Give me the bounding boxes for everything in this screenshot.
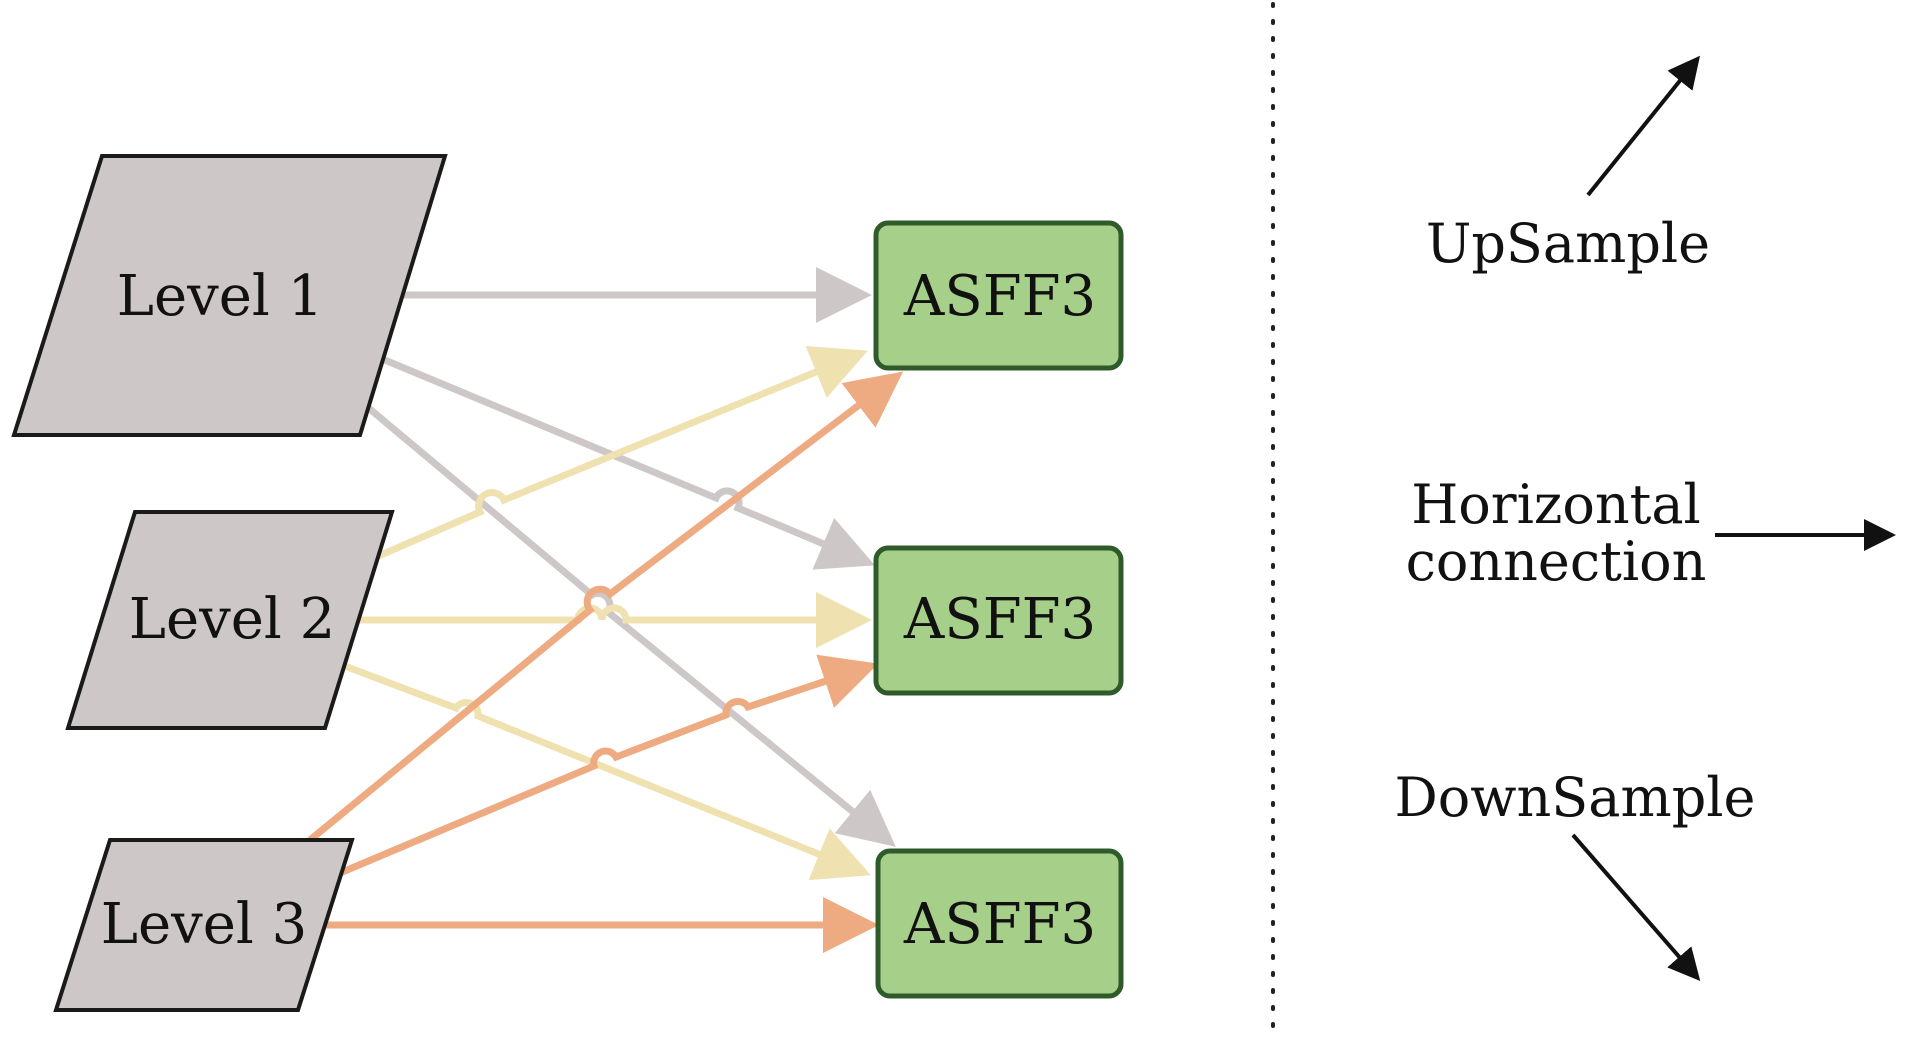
level-1-node: Level 1 xyxy=(11,154,448,437)
level2-connections xyxy=(340,346,872,881)
arrow-level2-to-asff2 xyxy=(355,592,872,648)
asff-3-box xyxy=(875,848,1124,999)
arrow-level3-to-asff2 xyxy=(338,654,879,877)
level-3-shape xyxy=(53,838,355,1012)
asff-1-box xyxy=(873,220,1124,371)
arrow-level3-to-asff1 xyxy=(307,371,904,843)
legend-upsample-label: UpSample xyxy=(1426,212,1710,275)
arrow-level2-to-asff3 xyxy=(340,661,871,881)
asff-1-label: ASFF3 xyxy=(903,264,1096,329)
legend-horizontal-label-line1: Horizontal xyxy=(1411,473,1701,536)
level3-connections xyxy=(307,371,904,953)
legend-horizontal-label-line2: connection xyxy=(1406,530,1707,593)
asff-1-node: ASFF3 xyxy=(873,220,1124,371)
level-2-label: Level 2 xyxy=(129,587,335,652)
level-2-node: Level 2 xyxy=(65,510,395,730)
asff-2-box xyxy=(873,545,1124,696)
level-3-node: Level 3 xyxy=(53,838,355,1012)
asff-3-node: ASFF3 xyxy=(875,848,1124,999)
level-2-shape xyxy=(65,510,395,730)
asff-3-label: ASFF3 xyxy=(903,892,1096,957)
upsample-arrow-icon xyxy=(1586,55,1701,197)
level-1-shape xyxy=(11,154,448,437)
arrow-level2-to-asff1 xyxy=(372,346,868,562)
asff-2-label: ASFF3 xyxy=(903,587,1096,652)
asff-2-node: ASFF3 xyxy=(873,545,1124,696)
legend: UpSample Horizontal connection DownSampl… xyxy=(1395,55,1896,982)
downsample-arrow-icon xyxy=(1571,833,1701,982)
legend-downsample-label: DownSample xyxy=(1395,766,1756,829)
arrow-level1-to-asff2 xyxy=(378,354,875,570)
level-3-label: Level 3 xyxy=(101,892,307,957)
level-1-label: Level 1 xyxy=(117,264,323,329)
